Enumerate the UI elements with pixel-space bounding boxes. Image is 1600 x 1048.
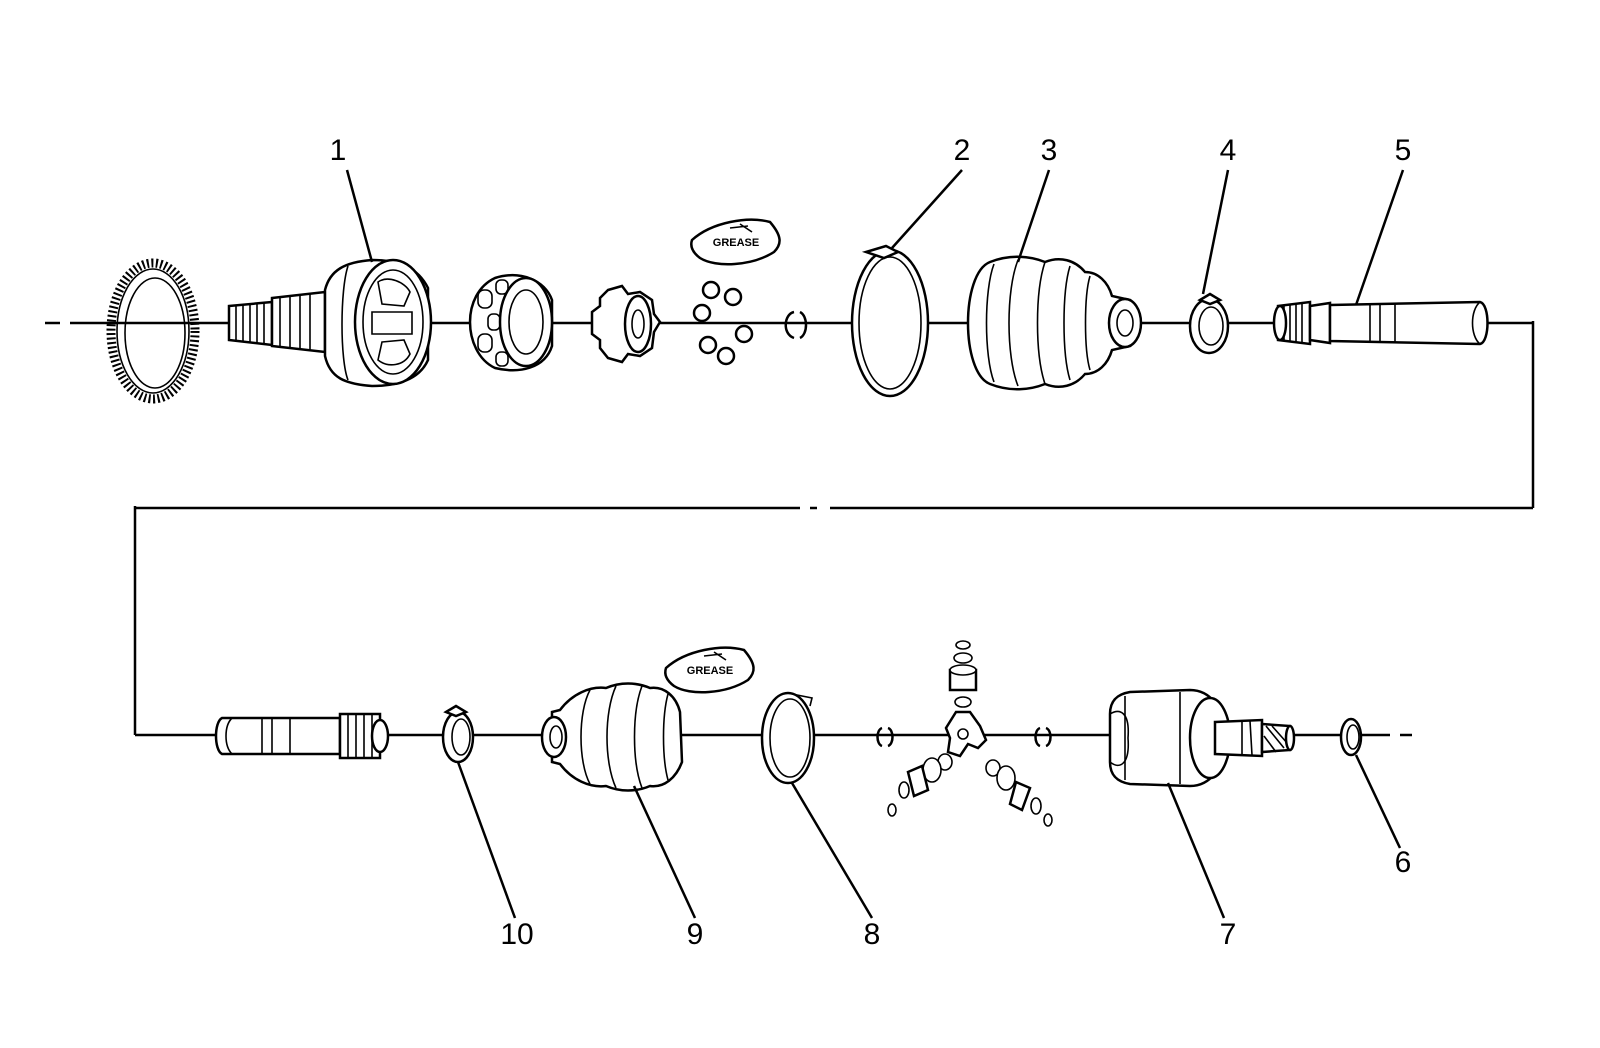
leader-8: [790, 782, 874, 919]
grease-packet-top: GREASE: [690, 218, 781, 266]
leader-lines: [345, 169, 1405, 919]
inner-tripod-housing: [1108, 688, 1296, 788]
callout-10: 10: [500, 918, 533, 951]
retaining-ring: [1339, 717, 1363, 757]
callout-4: 4: [1220, 134, 1237, 167]
large-boot-clamp-inner: [760, 691, 816, 785]
leader-9: [632, 785, 697, 919]
leader-2: [891, 169, 963, 249]
leader-4: [1201, 169, 1230, 295]
cv-balls: [692, 280, 754, 366]
tone-ring: [106, 258, 200, 404]
outer-cv-boot: [966, 255, 1143, 391]
ball-cage: [468, 273, 554, 372]
callout-2: 2: [954, 134, 971, 167]
callout-8: 8: [864, 918, 881, 951]
callout-7: 7: [1220, 918, 1237, 951]
grease-packet-bottom: GREASE: [664, 646, 755, 694]
callout-1: 1: [330, 134, 347, 167]
leader-1: [345, 169, 374, 263]
grease-label-top: GREASE: [713, 237, 759, 249]
snap-ring-top: [784, 310, 808, 340]
inner-cv-boot: [540, 682, 684, 792]
leader-10: [456, 761, 517, 919]
leader-5: [1354, 169, 1405, 306]
axle-shaft-inner-end: [214, 712, 390, 760]
leader-3: [1016, 169, 1051, 263]
callout-numbers: 1 2 3 4 5 6 7 8 9 10: [330, 134, 1412, 951]
inner-race: [590, 284, 662, 364]
callout-6: 6: [1395, 846, 1412, 879]
leader-6: [1354, 754, 1402, 849]
leader-7: [1166, 782, 1226, 919]
outer-cv-joint: [227, 258, 433, 388]
small-boot-clamp-outer: [1188, 292, 1230, 355]
connector-line: [133, 321, 1535, 735]
callout-9: 9: [687, 918, 704, 951]
callout-3: 3: [1041, 134, 1058, 167]
tripod-spider-assembly: [887, 640, 1053, 827]
small-boot-clamp-inner: [441, 704, 475, 764]
axle-shaft-outer-end: [1272, 300, 1489, 346]
large-boot-clamp: [850, 244, 930, 398]
snap-ring-bottom-right: [1034, 726, 1052, 748]
snap-ring-bottom-left: [876, 726, 894, 748]
grease-label-bottom: GREASE: [687, 665, 733, 677]
callout-5: 5: [1395, 134, 1412, 167]
